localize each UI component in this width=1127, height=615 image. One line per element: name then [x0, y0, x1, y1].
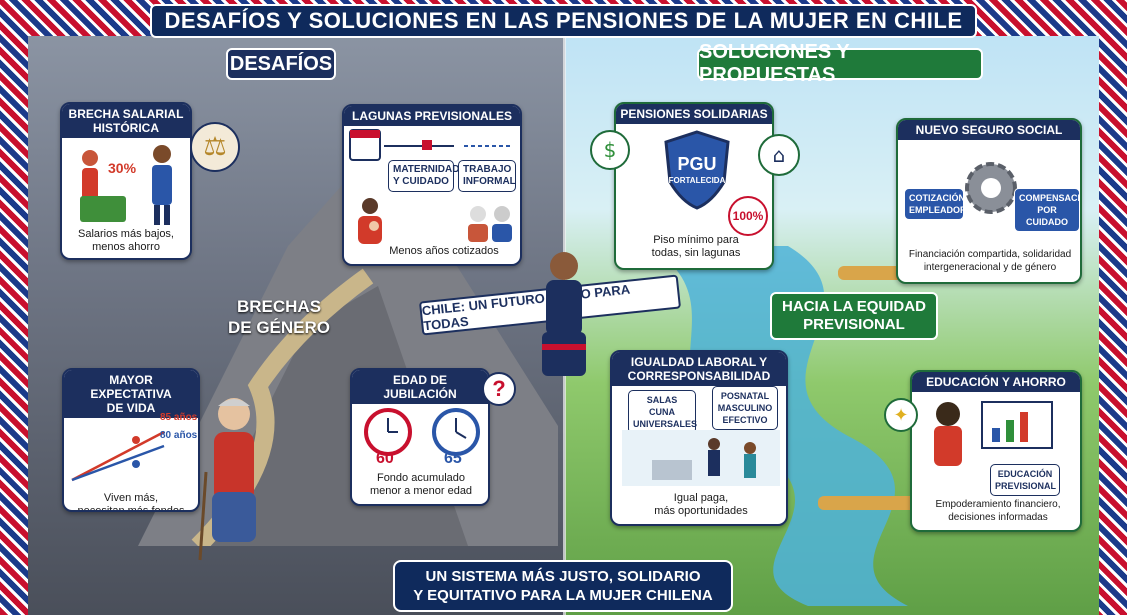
retirement-age-title: EDAD DE JUBILACIÓN	[352, 370, 488, 404]
pension-gaps-title: LAGUNAS PREVISIONALES	[344, 106, 520, 126]
pension-gaps-caption: Menos años cotizados	[389, 245, 499, 257]
new-social-insurance-caption: Financiación compartida, solidaridad int…	[908, 249, 1072, 273]
new-social-insurance-title: NUEVO SEGURO SOCIAL	[898, 120, 1080, 140]
equity-banner: HACIA LA EQUIDAD PREVISIONAL	[770, 292, 938, 340]
main-title-banner: DESAFÍOS Y SOLUCIONES EN LAS PENSIONES D…	[150, 4, 977, 38]
men-retirement-age: 65	[444, 450, 462, 467]
salary-gap-card: BRECHA SALARIAL HISTÓRICA 30% Salarios m…	[60, 102, 192, 260]
main-title: DESAFÍOS Y SOLUCIONES EN LAS PENSIONES D…	[164, 8, 963, 33]
life-expectancy-card: MAYOR EXPECTATIVA DE VIDA 85 años 80 año…	[62, 368, 200, 512]
informal-work-tag: TRABAJO INFORMAL	[458, 160, 516, 192]
employer-contribution-tag: COTIZACIÓN EMPLEADOR	[904, 188, 967, 220]
money-hand-icon: $	[590, 130, 630, 170]
women-age-label: 85 años	[160, 412, 198, 423]
question-mark-icon: ?	[482, 372, 516, 406]
challenges-header: DESAFÍOS	[226, 48, 336, 80]
central-woman-figure	[542, 252, 586, 376]
education-savings-caption: Empoderamiento financiero, decisiones in…	[935, 499, 1061, 523]
gender-gaps-label: BRECHAS DE GÉNERO	[227, 297, 331, 337]
retirement-age-caption: Fondo acumulado menor a menor edad	[369, 472, 473, 497]
salary-gap-percent: 30%	[108, 160, 137, 176]
care-compensation-tag: COMPENSACIÓN POR CUIDADO	[1014, 188, 1080, 232]
men-age-label: 80 años	[160, 430, 198, 441]
house-icon: ⌂	[758, 134, 800, 176]
mother-baby-figure	[358, 198, 382, 244]
salary-gap-caption: Salarios más bajos, menos ahorro	[78, 228, 174, 253]
salary-gap-title: BRECHA SALARIAL HISTÓRICA	[62, 104, 190, 138]
equity-banner-text: HACIA LA EQUIDAD PREVISIONAL	[782, 298, 926, 333]
percent-badge-value: 100%	[732, 209, 764, 223]
solidarity-pensions-card: PENSIONES SOLIDARIAS PGU FORTALECIDA 100…	[614, 102, 774, 270]
office-scene	[622, 430, 780, 486]
elderly-woman-figure	[198, 398, 256, 561]
pension-education-tag: EDUCACIÓN PREVISIONAL	[990, 464, 1060, 496]
paternity-leave-tag: POSNATAL MASCULINO EFECTIVO	[712, 386, 778, 430]
lightbulb-icon: ✦	[884, 398, 918, 432]
retirement-age-card: EDAD DE JUBILACIÓN 60 65 Fondo acumulado…	[350, 368, 490, 506]
shield-icon	[664, 130, 730, 210]
solidarity-pensions-title: PENSIONES SOLIDARIAS	[616, 104, 772, 124]
clocks-icon	[364, 408, 480, 456]
footer-banner: UN SISTEMA MÁS JUSTO, SOLIDARIO Y EQUITA…	[393, 560, 733, 612]
woman-man-figures	[80, 145, 172, 225]
nurseries-tag: SALAS CUNA UNIVERSALES	[628, 390, 697, 434]
pension-gaps-card: LAGUNAS PREVISIONALES MATERNIDAD Y CUIDA…	[342, 104, 522, 266]
life-expectancy-chart	[71, 430, 165, 482]
elderly-couple-figure	[468, 206, 512, 242]
footer-text: UN SISTEMA MÁS JUSTO, SOLIDARIO Y EQUITA…	[413, 568, 713, 604]
pgu-label: PGU	[677, 154, 717, 174]
pgu-sub-label: FORTALECIDA	[668, 176, 726, 185]
maternity-tag: MATERNIDAD Y CUIDADO	[388, 160, 459, 192]
labor-equality-title: IGUALDAD LABORAL Y CORRESPONSABILIDAD	[612, 352, 786, 386]
solidarity-pensions-caption: Piso mínimo para todas, sin lagunas	[651, 234, 741, 259]
scale-icon: ⚖	[190, 122, 240, 172]
teacher-chart-scene	[934, 401, 1053, 466]
education-savings-title: EDUCACIÓN Y AHORRO	[912, 372, 1080, 392]
education-savings-card: EDUCACIÓN Y AHORRO EDUCACIÓN PREVISIONAL…	[910, 370, 1082, 532]
labor-equality-card: IGUALDAD LABORAL Y CORRESPONSABILIDAD SA…	[610, 350, 788, 526]
calendar-timeline-icon	[349, 129, 512, 161]
solutions-header: SOLUCIONES Y PROPUESTAS	[697, 41, 983, 86]
labor-equality-caption: Igual paga, más oportunidades	[654, 492, 748, 517]
percent-badge: 100%	[728, 196, 768, 236]
life-expectancy-title: MAYOR EXPECTATIVA DE VIDA	[64, 370, 198, 418]
new-social-insurance-card: NUEVO SEGURO SOCIAL COTIZACIÓN EMPLEADOR…	[896, 118, 1082, 284]
women-retirement-age: 60	[376, 450, 394, 467]
life-expectancy-caption: Viven más, necesitan más fondos	[77, 492, 185, 512]
